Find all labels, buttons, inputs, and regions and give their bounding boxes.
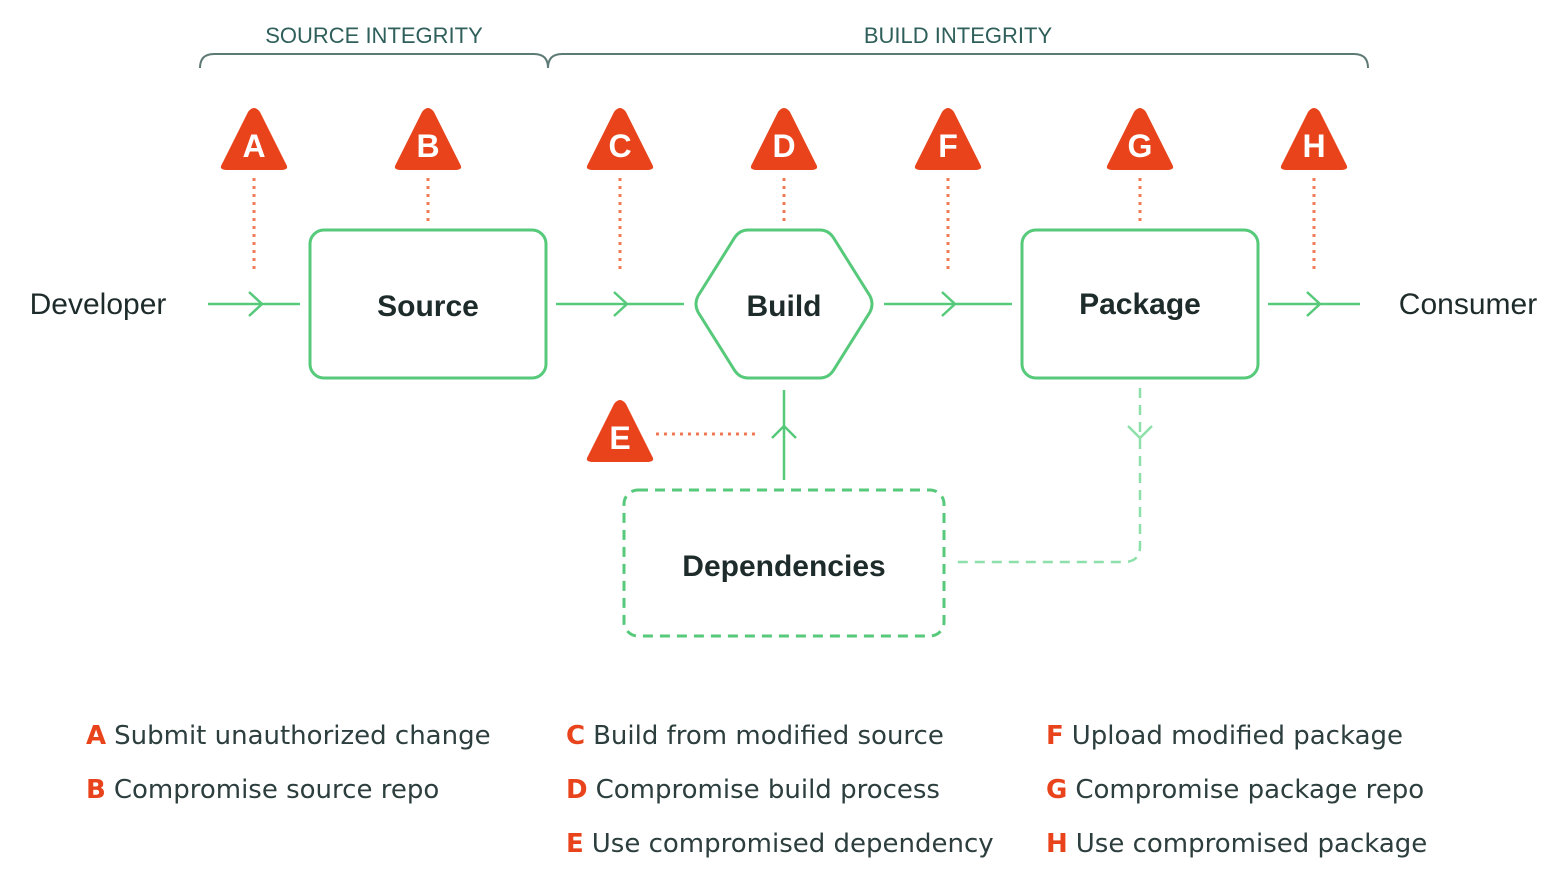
threat-g-icon: G (1106, 108, 1174, 170)
legend-text: Upload modified package (1071, 721, 1403, 751)
build-integrity-label: BUILD INTEGRITY (864, 23, 1053, 48)
consumer-label: Consumer (1399, 288, 1537, 321)
threat-letter: A (242, 128, 265, 164)
legend-key: H (1046, 829, 1068, 859)
legend-key: E (566, 829, 584, 859)
package-to-dependencies-path (956, 388, 1142, 564)
legend-text: Compromise build process (595, 775, 940, 805)
threat-connectors (252, 178, 1316, 436)
legend-text: Submit unauthorized change (114, 721, 491, 751)
source-integrity-label: SOURCE INTEGRITY (265, 23, 483, 48)
threat-d-icon: D (750, 108, 818, 170)
legend-text: Build from modified source (593, 721, 944, 751)
legend-key: A (86, 721, 107, 751)
legend-text: Compromise source repo (113, 775, 440, 805)
developer-label: Developer (30, 288, 167, 321)
flow-arrows (208, 291, 1360, 480)
dashed-arrowhead (1127, 425, 1153, 440)
threat-e-icon: E (586, 400, 654, 462)
legend-key: C (566, 721, 586, 751)
threat-b-icon: B (394, 108, 462, 170)
threat-letter: B (416, 128, 439, 164)
source-integrity-bracket: SOURCE INTEGRITY (199, 23, 549, 69)
threat-f-icon: F (914, 108, 982, 170)
dependencies-box (622, 488, 946, 638)
threat-markers: A B C D E F G H (220, 108, 1348, 462)
legend-key: F (1046, 721, 1064, 751)
threat-letter: E (609, 420, 630, 456)
legend-text: Use compromised dependency (591, 829, 994, 859)
dependencies-label: Dependencies (682, 550, 885, 583)
package-label: Package (1079, 288, 1201, 321)
build-integrity-bracket: BUILD INTEGRITY (547, 23, 1369, 69)
build-label: Build (747, 290, 822, 323)
package-box (1020, 228, 1260, 380)
legend-key: G (1046, 775, 1068, 805)
legend-text: Compromise package repo (1075, 775, 1425, 805)
source-box (308, 228, 548, 380)
source-label: Source (377, 290, 479, 323)
legend-text: Use compromised package (1075, 829, 1428, 859)
threat-c-icon: C (586, 108, 654, 170)
threat-letter: F (938, 128, 958, 164)
threat-letter: H (1302, 128, 1325, 164)
legend-key: B (86, 775, 106, 805)
build-hexagon (694, 228, 874, 380)
threat-letter: D (772, 128, 795, 164)
threat-h-icon: H (1280, 108, 1348, 170)
threat-a-icon: A (220, 108, 288, 170)
threat-letter: G (1128, 128, 1153, 164)
legend-key: D (566, 775, 588, 805)
threat-letter: C (608, 128, 631, 164)
